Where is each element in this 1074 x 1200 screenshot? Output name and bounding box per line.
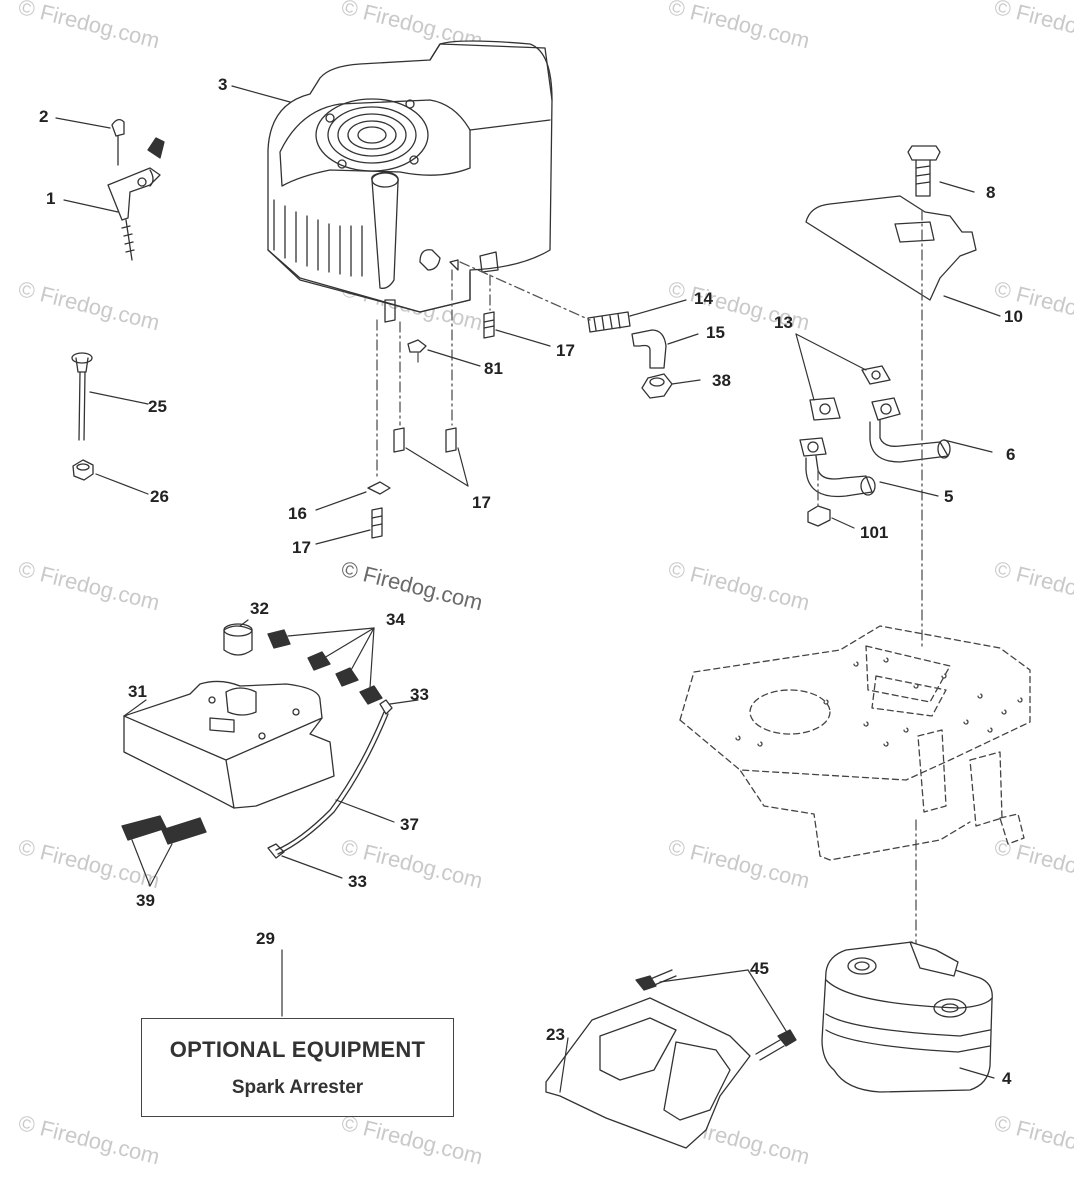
mounting-bolts-part	[367, 311, 495, 539]
callout-4: 4	[1002, 1069, 1012, 1088]
callout-37: 37	[400, 815, 419, 834]
callout-38: 38	[712, 371, 731, 390]
callout-81: 81	[484, 359, 503, 378]
callout-10: 10	[1004, 307, 1023, 326]
callout-17: 17	[472, 493, 491, 512]
hose-part	[267, 699, 393, 859]
callout-13: 13	[774, 313, 793, 332]
callout-6: 6	[1006, 445, 1016, 464]
callout-2: 2	[39, 107, 49, 126]
optional-equipment-title: OPTIONAL EQUIPMENT	[169, 1037, 426, 1062]
leader-lines	[55, 85, 1001, 1093]
assembly-lines	[376, 209, 923, 961]
callout-17: 17	[292, 538, 311, 557]
callout-17: 17	[556, 341, 575, 360]
muffler-part	[821, 941, 993, 1093]
callout-26: 26	[150, 487, 169, 506]
optional-equipment-box: OPTIONAL EQUIPMENT Spark Arrester	[141, 1018, 454, 1117]
bolt-part	[907, 145, 941, 197]
callout-33: 33	[348, 872, 367, 891]
engine-part	[267, 40, 553, 323]
oil-drain-fittings-part	[587, 311, 673, 399]
callout-31: 31	[128, 682, 147, 701]
callout-101: 101	[860, 523, 889, 542]
callout-23: 23	[546, 1025, 565, 1044]
callout-25: 25	[148, 397, 167, 416]
nut-part	[72, 459, 94, 481]
air-cleaner-part	[121, 623, 383, 845]
callout-15: 15	[706, 323, 725, 342]
callout-3: 3	[218, 75, 228, 94]
spark-arrester-part	[545, 969, 797, 1149]
callout-1: 1	[46, 189, 56, 208]
chassis-frame-part	[679, 625, 1031, 861]
callout-45: 45	[750, 959, 769, 978]
callout-34: 34	[386, 610, 405, 629]
exhaust-pipes-part	[799, 365, 951, 527]
callout-8: 8	[986, 183, 996, 202]
spark-arrester-label: Spark Arrester	[231, 1077, 364, 1098]
heat-shield-part	[805, 195, 977, 301]
callout-16: 16	[288, 504, 307, 523]
choke-cable-part	[71, 352, 93, 441]
callout-5: 5	[944, 487, 954, 506]
callout-33: 33	[410, 685, 429, 704]
callout-32: 32	[250, 599, 269, 618]
callout-14: 14	[694, 289, 713, 308]
callout-29: 29	[256, 929, 275, 948]
throttle-control-part	[107, 118, 165, 261]
callout-39: 39	[136, 891, 155, 910]
